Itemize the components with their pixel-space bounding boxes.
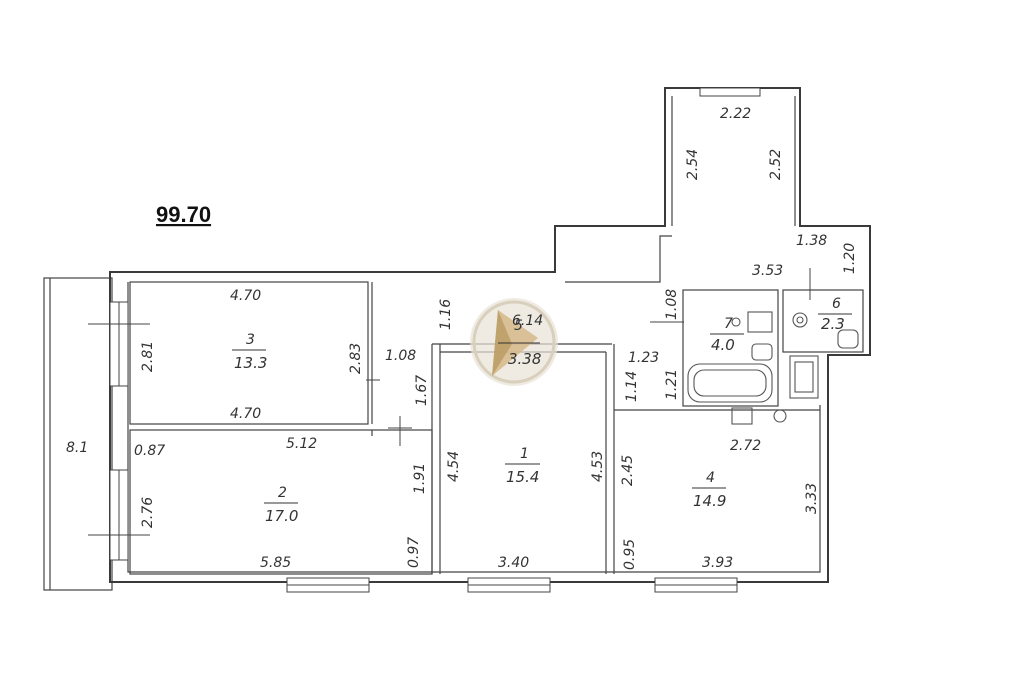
stove-icon [731,355,819,425]
dim-r1-left: 4.54 [446,451,462,482]
dim-r3-bottom: 4.70 [230,406,261,422]
fixtures [687,311,859,425]
dim-r2-top: 5.12 [286,436,317,452]
dim-r3-top: 4.70 [230,288,261,304]
dim-r4-right: 3.33 [804,483,820,514]
dim-corr-b: 1.20 [842,243,858,274]
sink-icon [731,311,773,361]
room-2-number: 2 [278,485,287,501]
dim-hall-d: 1.67 [414,375,430,406]
window-balcony-top [699,87,761,97]
room-7-number: 7 [724,316,733,332]
bathtub-icon [687,363,773,403]
dim-left-total: 8.1 [66,440,88,456]
dim-r2-left: 2.76 [140,497,156,528]
dim-r3-left: 2.81 [140,341,156,372]
dim-r3-right: 2.83 [348,343,364,374]
dim-hall-a: 1.16 [438,299,454,330]
dim-balcony-right: 2.52 [768,149,784,180]
dim-balcony-left: 2.54 [685,149,701,180]
dim-hall-h: 1.21 [664,369,680,400]
room-5-area: 3.38 [508,350,541,368]
room-6-area: 2.3 [821,315,845,333]
dim-r4-bottom: 3.93 [702,555,733,571]
room-7-area: 4.0 [711,336,735,354]
dim-hall-g: 1.14 [624,371,640,402]
dim-r1-right: 4.53 [590,451,606,482]
dim-r2-right: 1.91 [412,463,428,494]
windows [88,87,761,593]
dim-hall-b: 6.14 [512,313,543,329]
dim-corr-a: 1.38 [796,233,827,249]
dim-r4-a: 2.45 [620,455,636,486]
dim-r1-bottom: 3.40 [498,555,529,571]
room-1-area: 15.4 [506,468,539,486]
room-2-area: 17.0 [265,507,298,525]
dim-balcony-width: 2.22 [720,106,751,122]
interior-walls [129,268,864,575]
dim-r4-top: 2.72 [730,438,761,454]
room-6-number: 6 [832,296,841,312]
room-1-number: 1 [520,446,529,462]
left-balcony [43,277,113,591]
dim-hall-e: 1.08 [664,289,680,320]
dim-r2-a: 0.87 [134,443,165,459]
dim-r2-b: 0.97 [406,537,422,568]
room-3-number: 3 [246,332,255,348]
room-5-number: 5 [514,318,523,334]
room-4-number: 4 [706,470,715,486]
dim-corr-c: 3.53 [752,263,783,279]
dim-hall-c: 1.08 [385,348,416,364]
room-labels: 3 13.3 2 17.0 1 15.4 4 14.9 5 3.38 7 4.0… [232,296,852,525]
room-4-area: 14.9 [693,492,726,510]
dim-r2-bottom: 5.85 [260,555,291,571]
room-3-area: 13.3 [234,354,267,372]
dim-r4-b: 0.95 [622,539,638,570]
dim-hall-f: 1.23 [628,350,659,366]
logo-watermark-icon [470,298,558,386]
total-area-label: 99.70 [156,202,211,227]
dimension-labels: 2.22 2.54 2.52 1.38 1.20 3.53 4.70 4.70 … [66,106,858,571]
toilet-icon [792,312,859,349]
